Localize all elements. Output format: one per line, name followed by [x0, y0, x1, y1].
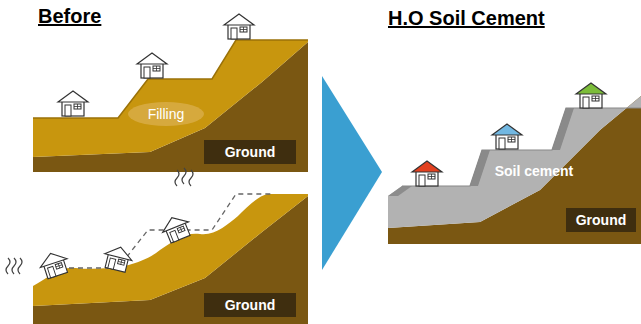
ground-label: Ground — [225, 144, 276, 160]
before-stable — [33, 14, 308, 172]
house-icon — [224, 14, 254, 39]
house-icon — [492, 124, 522, 149]
ground-label: Ground — [576, 212, 627, 228]
house-icon — [576, 83, 606, 108]
house-icon — [137, 53, 167, 78]
original-profile — [60, 194, 272, 268]
house-icon — [37, 249, 71, 280]
house-icon — [58, 91, 88, 116]
heading: Before — [38, 5, 101, 28]
region-label: Filling — [148, 106, 185, 122]
collapsed-filling — [33, 194, 308, 306]
after-soil-cement — [388, 83, 641, 244]
region-label: Soil cement — [495, 163, 574, 179]
ground-label: Ground — [225, 297, 276, 313]
heading: H.O Soil Cement — [388, 7, 545, 30]
house-icon — [159, 212, 194, 244]
transition-arrow — [322, 76, 382, 270]
ground-layer — [388, 96, 641, 244]
before-collapsed — [6, 168, 308, 324]
house-icon — [101, 244, 134, 273]
ground-box: Ground — [566, 208, 636, 232]
ground-box: Ground — [204, 293, 296, 317]
ground-box: Ground — [204, 140, 296, 164]
house-icon — [412, 161, 442, 186]
shake-lines — [6, 168, 193, 274]
